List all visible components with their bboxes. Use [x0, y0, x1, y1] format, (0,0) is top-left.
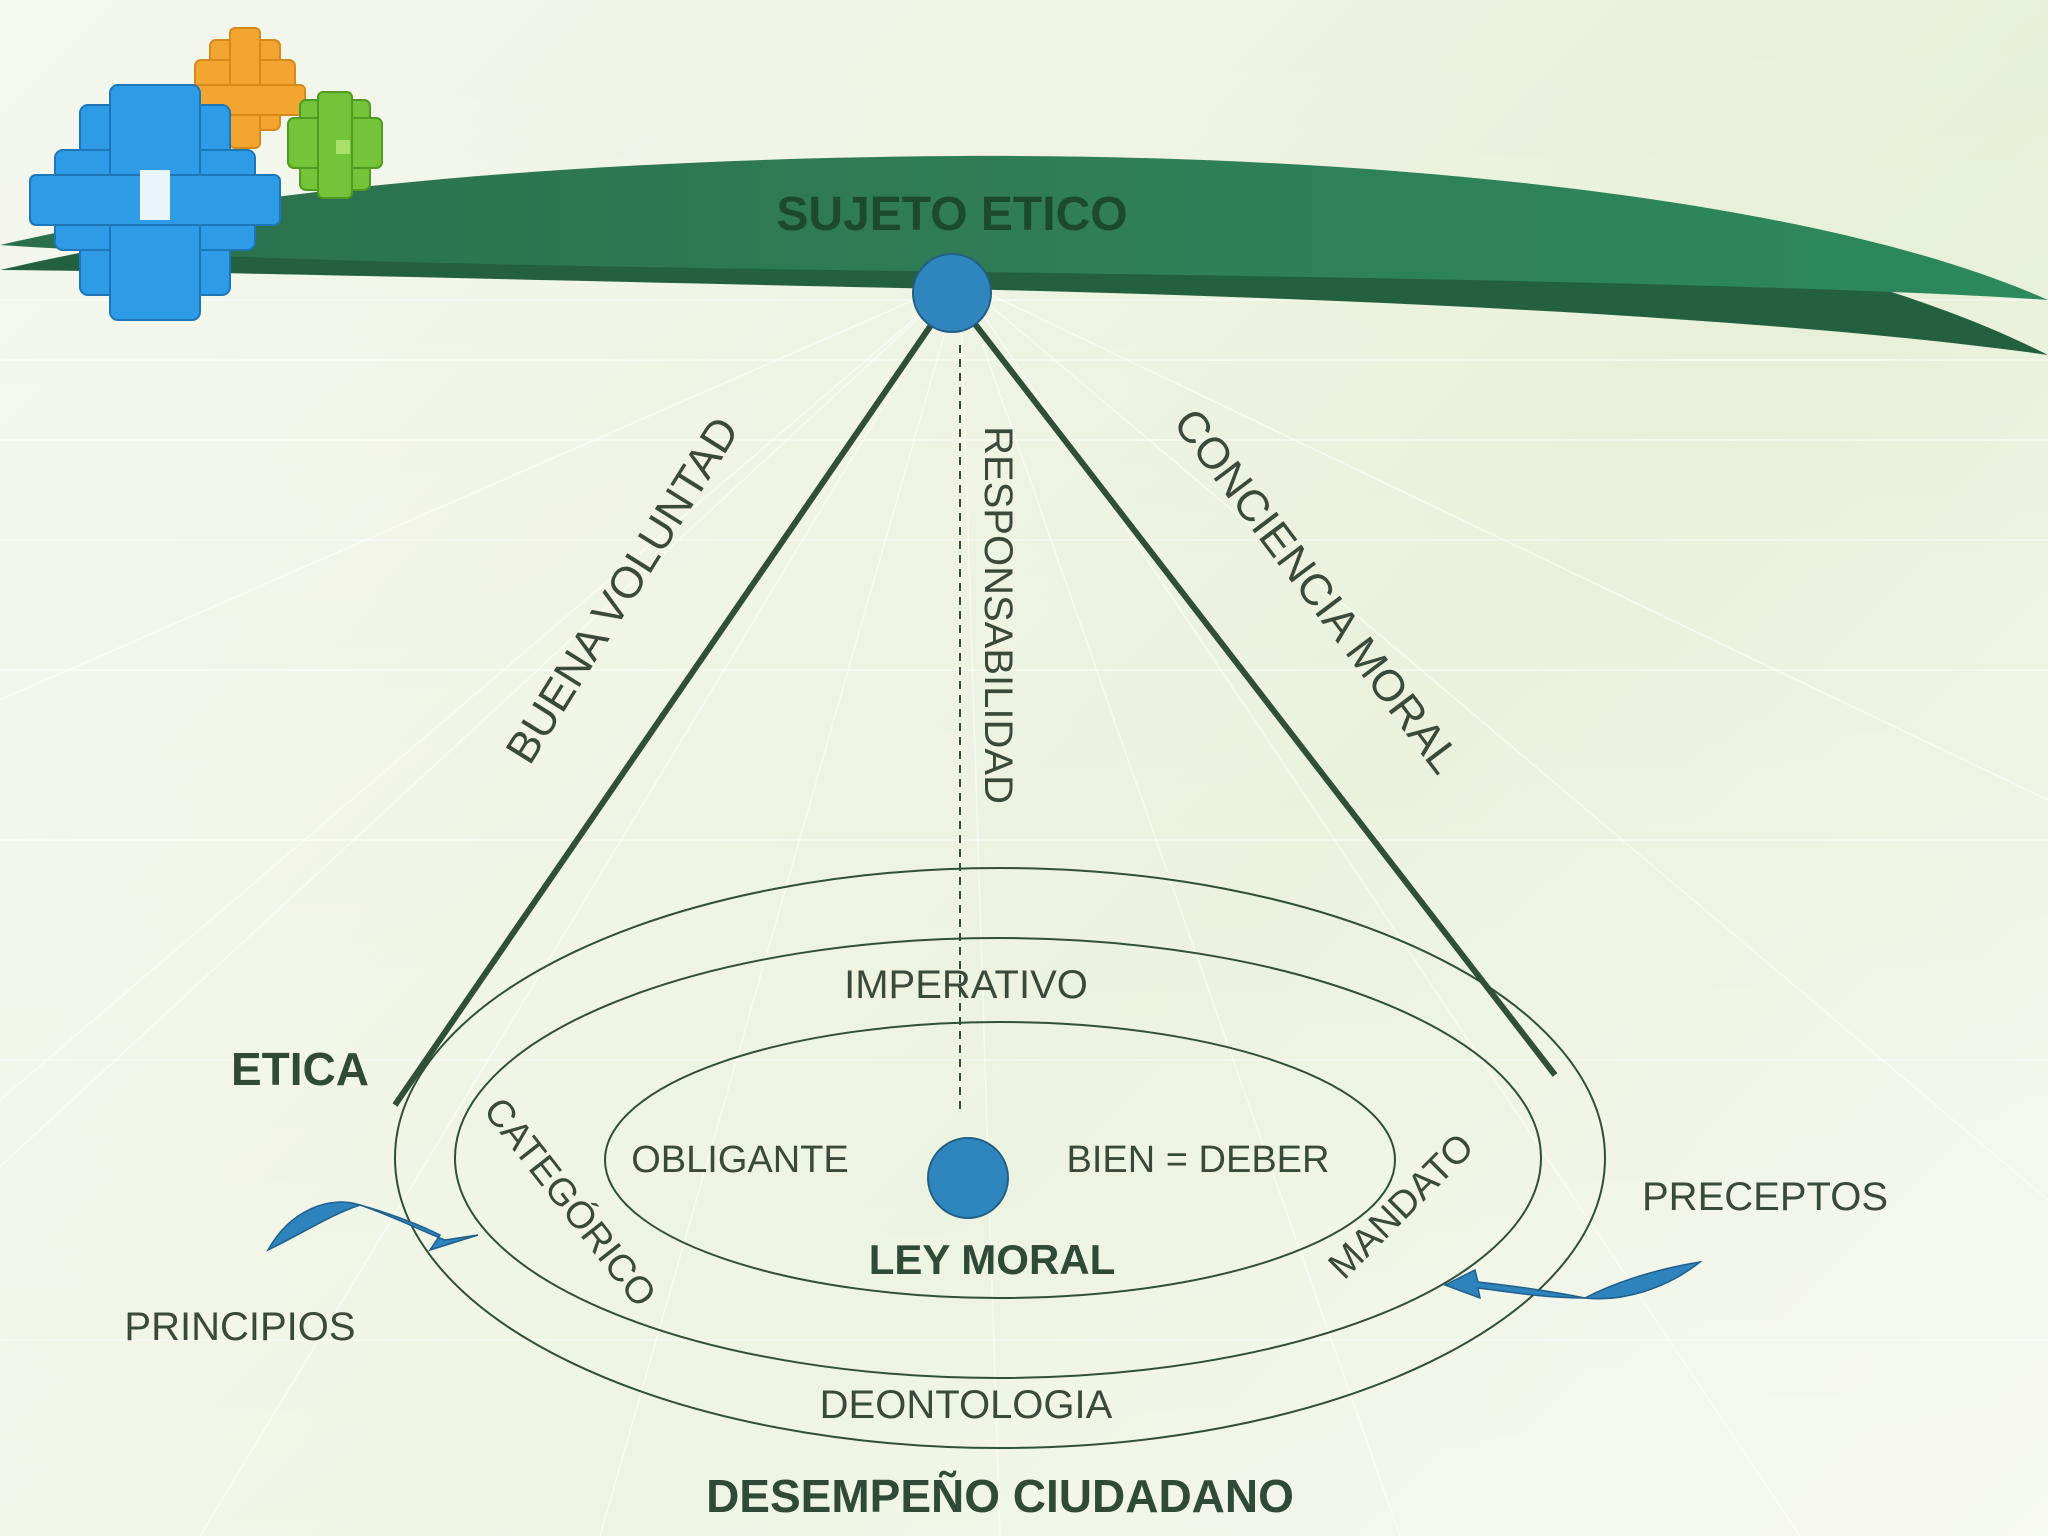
inner-label-bien-deber: BIEN = DEBER — [1067, 1139, 1330, 1181]
curved-arrow-right-icon — [1443, 1260, 1703, 1300]
left-edge-line — [392, 313, 941, 1107]
outer-ellipse — [394, 867, 1606, 1449]
center-label-ley-moral: LEY MORAL — [869, 1236, 1116, 1283]
inner-label-obligante: OBLIGANTE — [631, 1139, 849, 1181]
edge-label-responsabilidad: RESPONSABILIDAD — [976, 426, 1020, 804]
right-edge-line — [965, 313, 1558, 1077]
ring-label-imperativo: IMPERATIVO — [844, 963, 1088, 1007]
side-label-preceptos: PRECEPTOS — [1642, 1175, 1888, 1219]
moral-law-node — [927, 1137, 1009, 1219]
middle-ellipse — [454, 937, 1542, 1379]
ethical-subject-node — [912, 253, 992, 333]
ring-label-deontologia: DEONTOLOGIA — [820, 1383, 1113, 1427]
footer-desempeno-ciudadano: DESEMPEÑO CIUDADANO — [706, 1470, 1294, 1522]
side-label-etica: ETICA — [231, 1043, 369, 1095]
puzzle-gears-logo-icon — [29, 27, 383, 321]
title-banner — [0, 155, 2048, 355]
connector-lines — [392, 313, 1558, 1110]
slide-title: SUJETO ETICO — [776, 188, 1127, 241]
side-label-principios: PRINCIPIOS — [124, 1305, 355, 1349]
curved-arrow-left-icon — [266, 1201, 479, 1252]
inner-ellipse — [604, 1021, 1396, 1299]
concentric-ellipses — [394, 867, 1606, 1449]
